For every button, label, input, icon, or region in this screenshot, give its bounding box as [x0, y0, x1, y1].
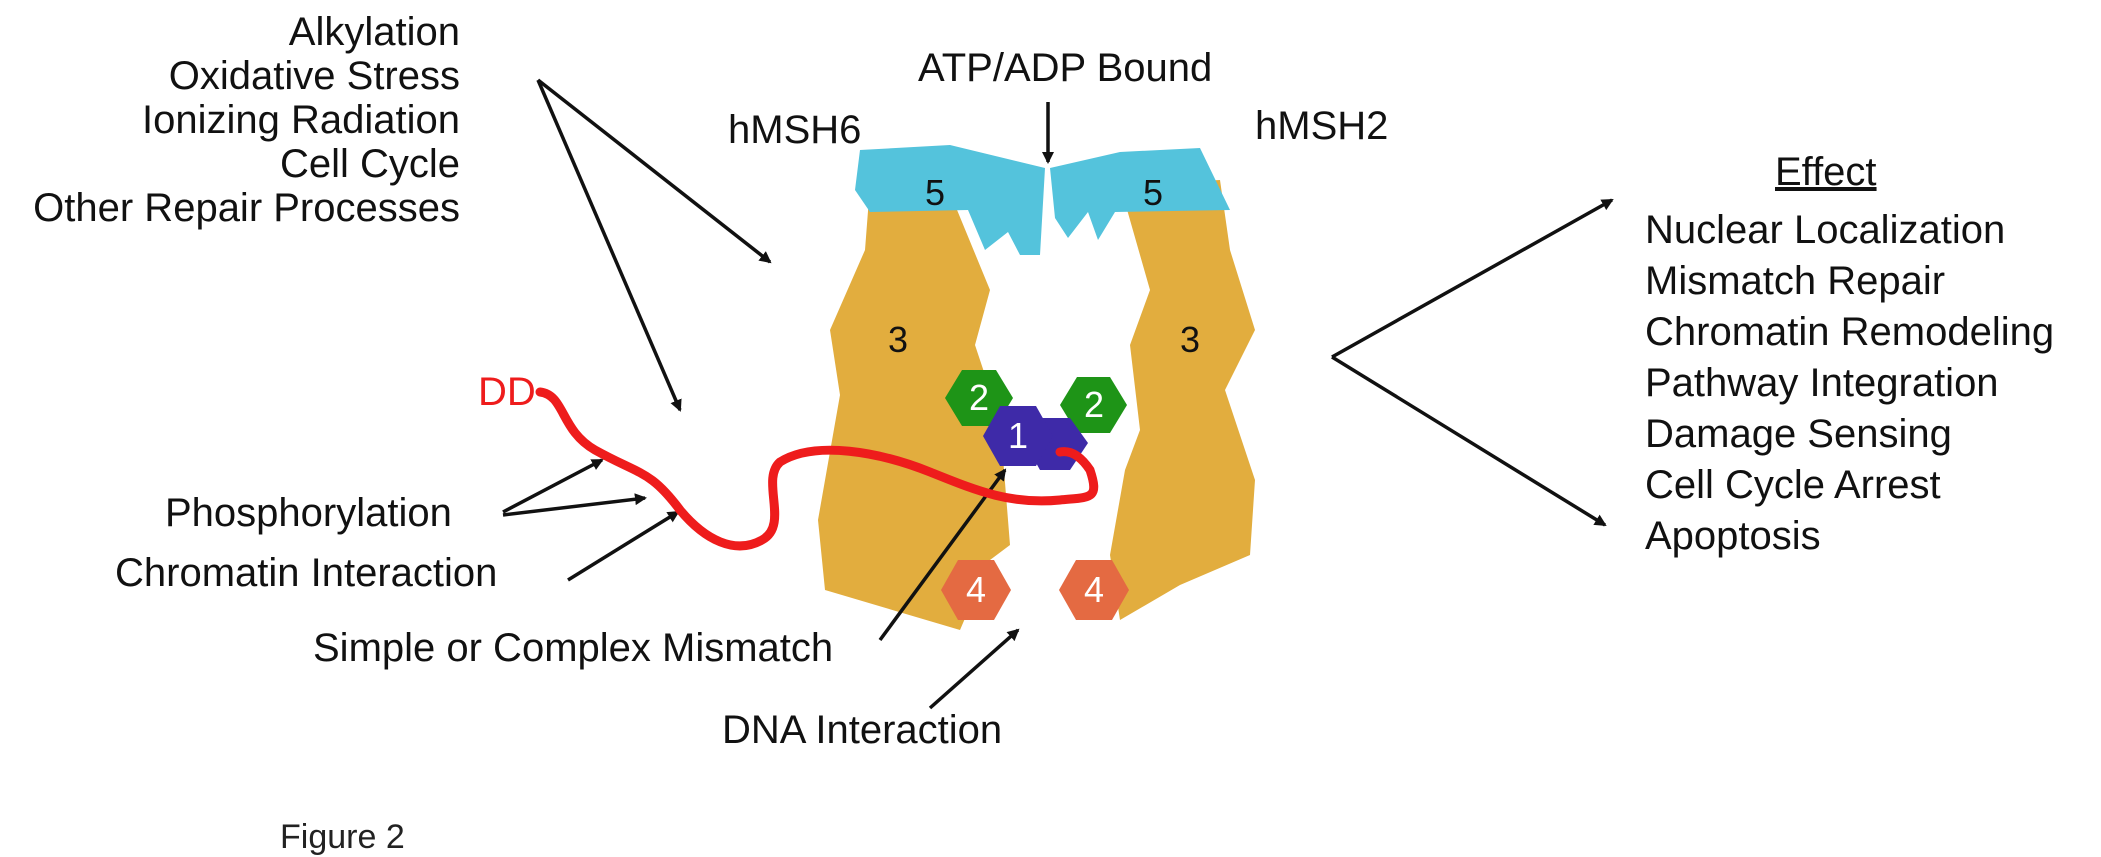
hmsh6-label: hMSH6: [728, 108, 862, 152]
domain4-right-number: 4: [1084, 569, 1104, 610]
stressor-other-repair: Other Repair Processes: [33, 186, 460, 230]
domain5-right-number: 5: [1143, 172, 1163, 213]
domain1-front-hex: [983, 406, 1053, 466]
stressor-arrow-2: [536, 79, 682, 412]
atp-adp-label: ATP/ADP Bound: [918, 46, 1213, 90]
phos-arrow-2: [502, 493, 647, 517]
stressor-ionizing-radiation: Ionizing Radiation: [142, 98, 460, 142]
effect-item: Damage Sensing: [1645, 412, 1952, 456]
effect-list: Effect Nuclear Localization Mismatch Rep…: [1645, 150, 2054, 562]
dd-tail: [535, 387, 1099, 551]
stressor-alkylation: Alkylation: [288, 10, 460, 54]
domain5-right-shape: [1050, 148, 1230, 240]
phosphorylation-label: Phosphorylation: [165, 491, 452, 535]
mismatch-arrow: [878, 468, 1007, 642]
dna-interaction-label: DNA Interaction: [722, 708, 1003, 752]
stressor-cell-cycle: Cell Cycle: [279, 142, 460, 186]
domain2-left-hex: [945, 370, 1013, 426]
domain4-right-hex: [1059, 560, 1129, 620]
domain5-left-number: 5: [925, 172, 945, 213]
domain5-left-shape: [855, 145, 1045, 255]
effect-item: Cell Cycle Arrest: [1645, 463, 1941, 507]
domain2-right-number: 2: [1084, 384, 1104, 425]
domain3-right-shape: [1110, 180, 1255, 620]
effect-item: Apoptosis: [1645, 514, 1821, 558]
hmsh2-label: hMSH2: [1255, 104, 1389, 148]
domain3-left-shape: [818, 185, 1010, 630]
effect-header: Effect: [1775, 150, 1877, 194]
domain4-left-number: 4: [966, 569, 986, 610]
chromatin-arrow: [567, 510, 680, 582]
effect-item: Mismatch Repair: [1645, 259, 1946, 303]
dna-arrow: [928, 628, 1020, 710]
domain3-right-number: 3: [1180, 319, 1200, 360]
stressor-arrow-1: [536, 78, 772, 264]
effect-item: Chromatin Remodeling: [1645, 310, 2055, 354]
effect-item: Nuclear Localization: [1645, 208, 2006, 252]
domain2-left-number: 2: [969, 377, 989, 418]
chromatin-interaction-label: Chromatin Interaction: [115, 551, 498, 595]
stressor-oxidative-stress: Oxidative Stress: [168, 54, 460, 98]
effect-arrow-down: [1331, 355, 1607, 527]
phos-arrow-1: [502, 458, 604, 514]
stressor-list: Alkylation Oxidative Stress Ionizing Rad…: [0, 10, 460, 230]
domain1-number: 1: [1008, 415, 1028, 456]
mismatch-label: Simple or Complex Mismatch: [313, 626, 834, 670]
domain2-right-hex: [1060, 377, 1127, 433]
effect-item: Pathway Integration: [1645, 361, 1999, 405]
dd-label: DD: [478, 370, 536, 414]
domain4-left-hex: [941, 560, 1011, 620]
figure-caption: Figure 2: [280, 818, 405, 856]
domain3-left-number: 3: [888, 319, 908, 360]
effect-arrow-up: [1331, 198, 1614, 359]
